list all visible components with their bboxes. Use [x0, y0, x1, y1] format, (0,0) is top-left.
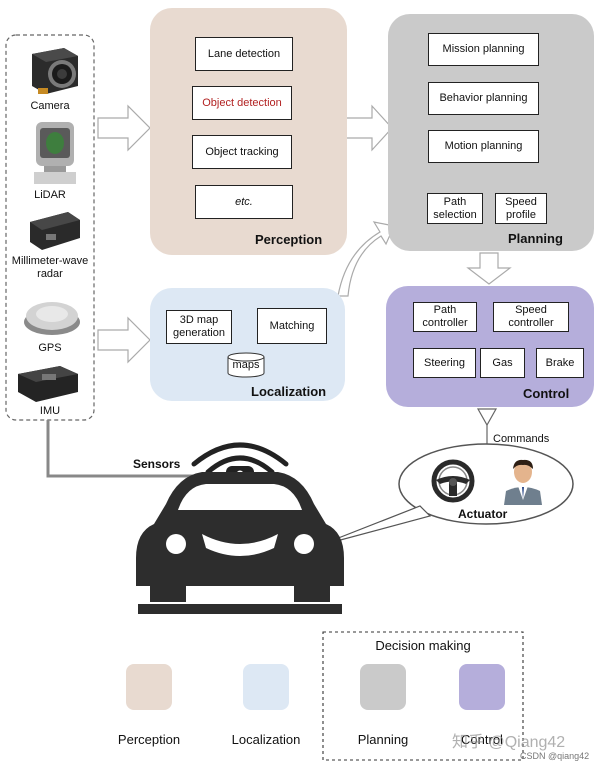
radar-icon — [30, 212, 80, 250]
matching-box: Matching — [257, 308, 327, 344]
imu-label: IMU — [39, 405, 61, 417]
legend-swatch-planning — [360, 664, 406, 710]
watermark: 知乎 @Qiang42 — [452, 734, 566, 751]
arrow-planning-to-control — [466, 252, 512, 285]
object-tracking-box: Object tracking — [192, 135, 292, 169]
driver-person-icon — [504, 459, 542, 505]
path-controller-line2: controller — [422, 317, 468, 329]
lane-detection-box: Lane detection — [195, 37, 293, 71]
object-detection-box: Object detection — [192, 86, 292, 120]
imu-icon — [18, 366, 78, 402]
planning-title: Planning — [508, 231, 563, 246]
legend-label-planning: Planning — [357, 732, 409, 747]
arrow-sensors-to-localization — [97, 316, 151, 364]
legend-label-perception: Perception — [117, 732, 181, 747]
localization-panel — [150, 288, 345, 401]
arrow-sensors-to-perception — [97, 104, 151, 152]
path-selection-box: Path selection — [427, 193, 483, 224]
control-title: Control — [523, 386, 570, 401]
commands-label: Commands — [493, 433, 550, 445]
speed-profile-box: Speed profile — [495, 193, 547, 224]
camera-icon — [32, 48, 78, 94]
speed-controller-line2: controller — [508, 317, 554, 329]
speed-profile-line1: Speed — [505, 195, 537, 208]
speed-controller-box: Speed controller — [493, 302, 569, 332]
localization-title: Localization — [251, 384, 327, 399]
map-generation-line2: generation — [173, 327, 225, 339]
sensor-cable — [46, 420, 213, 478]
mission-planning-box: Mission planning — [428, 33, 539, 66]
legend-label-localization: Localization — [231, 732, 301, 747]
maps-label: maps — [232, 359, 260, 371]
sensor-group-border — [5, 34, 95, 421]
watermark-small: CSDN @qiang42 — [520, 751, 590, 761]
gps-icon — [24, 302, 80, 335]
legend-swatch-localization — [243, 664, 289, 710]
path-selection-line1: Path — [443, 195, 467, 208]
perception-title: Perception — [255, 232, 323, 247]
legend-label-control: Control — [461, 732, 503, 747]
maps-database-icon — [227, 352, 265, 378]
lidar-label: LiDAR — [34, 189, 66, 201]
speed-profile-line2: profile — [506, 208, 536, 221]
steering-wheel-icon — [431, 459, 475, 503]
path-selection-line2: selection — [433, 208, 477, 221]
map-generation-box: 3D map generation — [166, 310, 232, 344]
decision-making-border — [322, 631, 524, 761]
gas-box: Gas — [480, 348, 525, 378]
sensors-group-label: Sensors — [133, 457, 181, 471]
car-icon — [136, 442, 344, 614]
speed-controller-line1: Speed — [515, 304, 547, 316]
steering-box: Steering — [413, 348, 476, 378]
arrow-perception-to-planning — [345, 104, 393, 152]
commands-triangle — [476, 408, 498, 427]
legend-swatch-control — [459, 664, 505, 710]
path-controller-box: Path controller — [413, 302, 477, 332]
brake-box: Brake — [536, 348, 584, 378]
motion-planning-box: Motion planning — [428, 130, 539, 163]
map-generation-line1: 3D map — [179, 314, 219, 326]
radar-label-line1: Millimeter-wave — [11, 255, 89, 267]
path-controller-line1: Path — [433, 304, 457, 316]
decision-making-title: Decision making — [375, 638, 471, 653]
actuator-title: Actuator — [458, 507, 508, 521]
gps-label: GPS — [38, 342, 62, 354]
behavior-planning-box: Behavior planning — [428, 82, 539, 115]
perception-etc-box: etc. — [195, 185, 293, 219]
camera-label: Camera — [30, 100, 70, 112]
lidar-icon — [34, 122, 76, 184]
radar-label-line2: radar — [37, 268, 63, 280]
legend-swatch-perception — [126, 664, 172, 710]
